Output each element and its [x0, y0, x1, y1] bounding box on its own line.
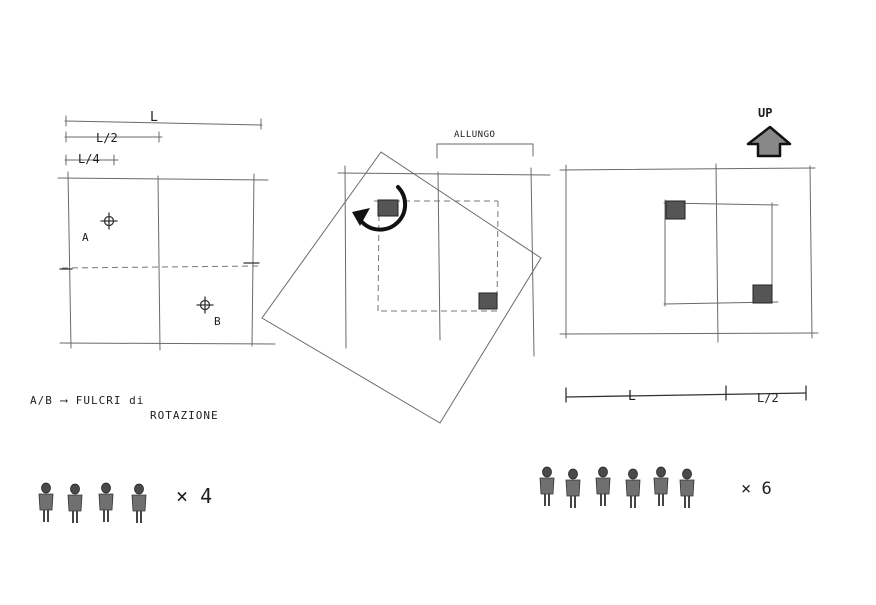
dimension-label-quarter: L/4 — [78, 152, 100, 166]
count-label-left: × 4 — [176, 484, 212, 508]
up-label: UP — [758, 106, 772, 120]
person-figure — [679, 468, 695, 508]
caption-line-2: ROTAZIONE — [150, 409, 219, 422]
person-figure — [38, 482, 54, 522]
person-figure — [625, 468, 641, 508]
dimension-lines-left — [64, 115, 263, 166]
grid-panel-right — [559, 163, 819, 343]
hatched-block-top-left — [377, 199, 399, 217]
extension-bracket — [436, 143, 534, 159]
pivot-label-a: A — [82, 231, 89, 244]
person-figure — [653, 466, 669, 506]
dimension-label-bottom-half: L/2 — [757, 391, 779, 405]
rotated-panel — [261, 151, 542, 424]
person-figure — [67, 483, 83, 523]
person-figure — [595, 466, 611, 506]
dimension-label-half: L/2 — [96, 131, 118, 145]
pivot-marker-b — [196, 296, 214, 314]
people-group-right — [539, 466, 695, 508]
hatched-block-right-bottom — [752, 284, 773, 304]
grid-panel-left — [57, 171, 276, 351]
pivot-label-b: B — [214, 315, 221, 328]
person-figure — [565, 468, 581, 508]
hatched-block-right-top — [665, 200, 686, 220]
pivot-marker-a — [100, 212, 118, 230]
rotation-arrow-icon — [352, 185, 408, 232]
count-label-right: × 6 — [741, 479, 772, 499]
person-figure — [131, 483, 147, 523]
person-figure — [539, 466, 555, 506]
dimension-label-bottom-l: L — [628, 389, 636, 404]
caption-line-1: A/B ⟶ FULCRI di — [30, 394, 144, 407]
extension-label: ALLUNGO — [454, 130, 495, 140]
up-arrow-icon — [746, 125, 792, 158]
dimension-lines-bottom — [565, 385, 807, 403]
person-figure — [98, 482, 114, 522]
hatched-block-bottom-right — [478, 292, 498, 310]
dimension-label-l: L — [150, 110, 158, 125]
people-group-left — [38, 482, 147, 523]
grid-panel-middle — [337, 165, 551, 357]
